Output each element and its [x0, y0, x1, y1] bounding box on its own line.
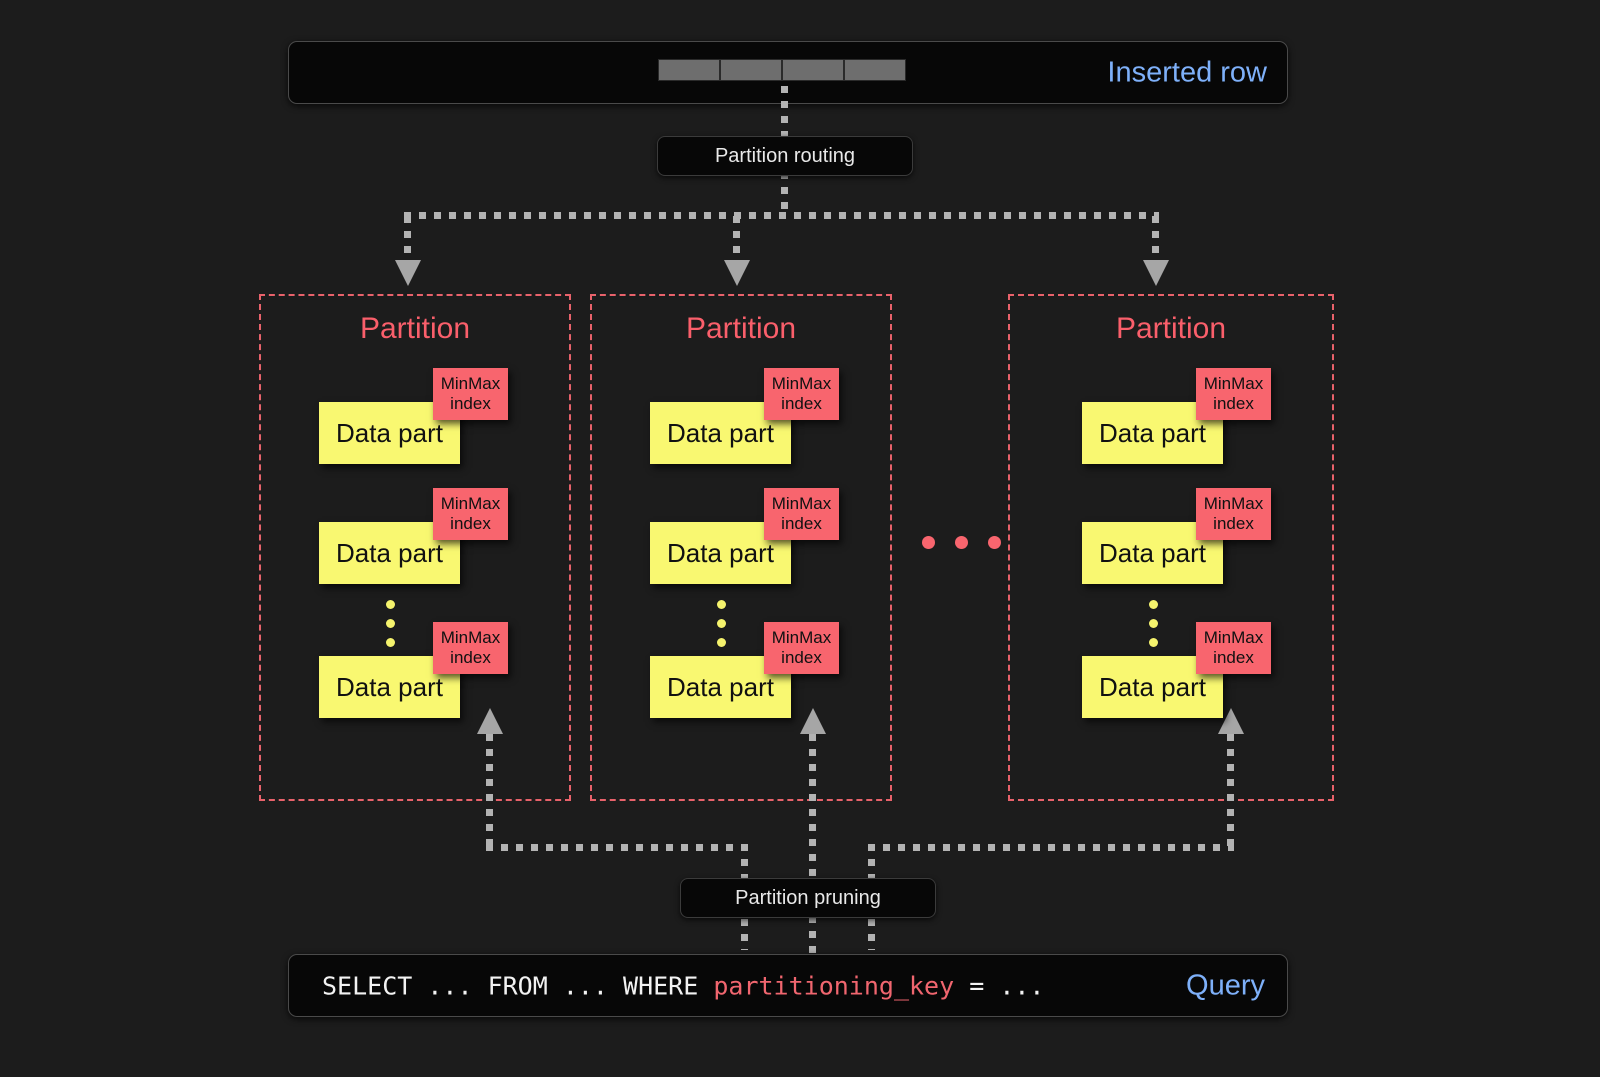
data-part-row: MinMax index Data part [261, 358, 569, 478]
inserted-row-panel: Inserted row [288, 41, 1288, 104]
partition-parts-column: MinMax index Data part MinMax index Data… [261, 358, 569, 764]
data-part-box: Data part [319, 656, 460, 718]
partition-title: Partition [685, 312, 797, 345]
connector-partition-2-to-pruning [809, 734, 816, 878]
data-part-row: MinMax index Data part [592, 478, 890, 598]
inserted-row-cells [658, 59, 906, 81]
minmax-index-box: MinMax index [433, 488, 508, 540]
minmax-index-line1: MinMax [771, 373, 832, 393]
pruning-bus-left [486, 844, 748, 851]
arrow-down-partition-1 [395, 260, 421, 286]
minmax-index-line2: index [1213, 394, 1254, 413]
minmax-index-line1: MinMax [1203, 627, 1264, 647]
minmax-index-line1: MinMax [440, 373, 501, 393]
vertical-ellipsis-dots [1149, 600, 1158, 647]
ellipsis-dot [988, 536, 1001, 549]
ellipsis-dot [1149, 619, 1158, 628]
partition-box-3: Partition MinMax index Data part MinMax … [1008, 294, 1334, 801]
row-cell [782, 59, 844, 81]
connector-row-to-routing [781, 86, 788, 138]
data-part-row: MinMax index Data part [261, 478, 569, 598]
partitions-ellipsis [922, 536, 1001, 549]
ellipsis-dot [717, 619, 726, 628]
query-partitioning-key: partitioning_key [713, 971, 955, 1000]
partition-pruning-label: Partition pruning [680, 878, 936, 918]
ellipsis-dot [1149, 600, 1158, 609]
query-label: Query [1186, 969, 1265, 1001]
vertical-ellipsis-row [592, 598, 890, 647]
partition-parts-column: MinMax index Data part MinMax index Data… [1024, 358, 1332, 764]
minmax-index-line2: index [781, 648, 822, 667]
ellipsis-dot [955, 536, 968, 549]
row-cell [658, 59, 720, 81]
minmax-index-box: MinMax index [1196, 488, 1271, 540]
minmax-index-line1: MinMax [771, 627, 832, 647]
minmax-index-box: MinMax index [764, 622, 839, 674]
data-part-row: MinMax index Data part [592, 358, 890, 478]
connector-routing-to-bus [781, 172, 788, 216]
ellipsis-dot [922, 536, 935, 549]
minmax-index-box: MinMax index [433, 622, 508, 674]
data-part-row: MinMax index Data part [261, 622, 569, 764]
partition-routing-label: Partition routing [657, 136, 913, 176]
fanout-bus [404, 212, 1159, 219]
ellipsis-dot [1149, 638, 1158, 647]
arrow-up-partition-1 [477, 708, 503, 734]
connector-bus-to-partition-3 [1152, 216, 1159, 264]
connector-partition-3-to-pruning-bus [1227, 734, 1234, 850]
query-panel: SELECT ... FROM ... WHERE partitioning_k… [288, 954, 1288, 1017]
vertical-ellipsis-row [261, 598, 569, 647]
minmax-index-line2: index [450, 648, 491, 667]
data-part-row: MinMax index Data part [1024, 358, 1332, 478]
minmax-index-line1: MinMax [440, 627, 501, 647]
ellipsis-dot [386, 638, 395, 647]
minmax-index-line1: MinMax [771, 493, 832, 513]
data-part-row: MinMax index Data part [1024, 622, 1332, 764]
vertical-ellipsis-row [1024, 598, 1332, 647]
row-cell [720, 59, 782, 81]
minmax-index-line1: MinMax [1203, 493, 1264, 513]
minmax-index-line2: index [1213, 648, 1254, 667]
partition-box-2: Partition MinMax index Data part MinMax … [590, 294, 892, 801]
partition-box-1: Partition MinMax index Data part MinMax … [259, 294, 571, 801]
arrow-up-partition-2 [800, 708, 826, 734]
connector-partition-1-to-pruning-bus [486, 734, 493, 850]
minmax-index-box: MinMax index [764, 368, 839, 420]
minmax-index-line1: MinMax [1203, 373, 1264, 393]
vertical-ellipsis-dots [717, 600, 726, 647]
minmax-index-line2: index [1213, 514, 1254, 533]
query-suffix: = ... [954, 971, 1045, 1000]
inserted-row-label: Inserted row [1107, 56, 1267, 88]
partition-parts-column: MinMax index Data part MinMax index Data… [592, 358, 890, 764]
ellipsis-dot [386, 600, 395, 609]
arrow-down-partition-3 [1143, 260, 1169, 286]
data-part-row: MinMax index Data part [1024, 478, 1332, 598]
query-prefix: SELECT ... FROM ... WHERE [322, 971, 714, 1000]
partition-title: Partition [1115, 312, 1227, 345]
ellipsis-dot [717, 600, 726, 609]
ellipsis-dot [717, 638, 726, 647]
minmax-index-line2: index [781, 514, 822, 533]
query-text: SELECT ... FROM ... WHERE partitioning_k… [322, 971, 1044, 1000]
minmax-index-box: MinMax index [1196, 622, 1271, 674]
connector-pruning-center-down [809, 916, 816, 954]
ellipsis-dot [386, 619, 395, 628]
vertical-ellipsis-dots [386, 600, 395, 647]
row-cell [844, 59, 906, 81]
data-part-box: Data part [319, 522, 460, 584]
minmax-index-box: MinMax index [433, 368, 508, 420]
partition-title: Partition [359, 312, 471, 345]
minmax-index-box: MinMax index [764, 488, 839, 540]
pruning-bus-right [868, 844, 1234, 851]
data-part-row: MinMax index Data part [592, 622, 890, 764]
minmax-index-box: MinMax index [1196, 368, 1271, 420]
arrow-down-partition-2 [724, 260, 750, 286]
minmax-index-line2: index [781, 394, 822, 413]
connector-bus-to-partition-1 [404, 216, 411, 264]
minmax-index-line2: index [450, 394, 491, 413]
minmax-index-line2: index [450, 514, 491, 533]
connector-bus-to-partition-2 [733, 216, 740, 264]
minmax-index-line1: MinMax [440, 493, 501, 513]
